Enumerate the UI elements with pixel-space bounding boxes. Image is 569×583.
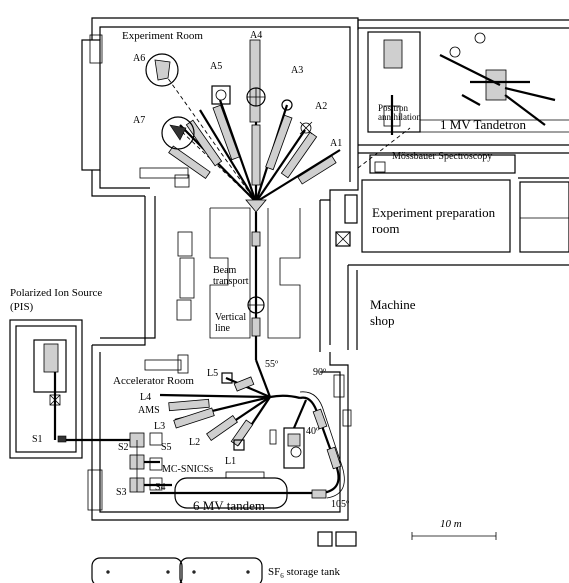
- exp-prep-room-label: Experiment preparation room: [372, 205, 496, 237]
- sf6-prefix: SF: [268, 566, 281, 578]
- beamline-l3-label: L3: [154, 421, 166, 432]
- angle-105-label: 105º: [331, 499, 350, 510]
- beamline-a5-label: A5: [210, 61, 223, 72]
- scale-label: 10 m: [440, 518, 462, 530]
- pis-label: Polarized Ion Source (PIS): [10, 287, 103, 313]
- accelerator-beamlines: [66, 359, 345, 509]
- experiment-room-label: Experiment Room: [122, 30, 203, 42]
- source-s3-label: S3: [116, 487, 127, 498]
- source-s5-label: S5: [161, 442, 172, 453]
- machine-shop-label: Machine shop: [370, 297, 416, 329]
- angle-90-label: 90º: [313, 367, 327, 378]
- beamline-l5-label: L5: [207, 368, 219, 379]
- mc-snics-label: MC-SNICSs: [162, 464, 214, 475]
- beamline-a4-label: A4: [250, 30, 263, 41]
- scale-bar: [411, 532, 497, 540]
- beamline-a1-label: A1: [330, 138, 343, 149]
- accelerator-room-label: Accelerator Room: [113, 375, 194, 387]
- mossbauer-label: Mössbauer Spectroscopy: [392, 151, 493, 162]
- positron-label: Positron annihilation: [378, 103, 421, 123]
- source-s4-label: S4: [155, 482, 166, 493]
- tandem-label: 6 MV tandem: [193, 498, 265, 513]
- beamline-l4-label: L4: [140, 392, 152, 403]
- ams-label: AMS: [138, 405, 160, 416]
- angle-40-label: 40º: [306, 426, 320, 437]
- experiment-beamlines: [145, 39, 341, 360]
- vertical-line-label: Vertical line: [215, 312, 247, 334]
- beam-transport-label: Beam transport: [213, 265, 249, 287]
- source-s1-label: S1: [32, 434, 43, 445]
- beamline-a3-label: A3: [291, 65, 304, 76]
- pis-enclosure: [9, 319, 83, 459]
- tandetron-area: [335, 19, 569, 350]
- beamline-a7-label: A7: [133, 115, 146, 126]
- beamline-a6-label: A6: [133, 53, 146, 64]
- sf6-suffix: storage tank: [283, 566, 340, 578]
- beamline-l2-label: L2: [189, 437, 201, 448]
- experiment-room-walls: [81, 17, 359, 352]
- sf6-subscript: 6: [280, 572, 284, 581]
- source-s2-label: S2: [118, 442, 129, 453]
- angle-55-label: 55º: [265, 359, 279, 370]
- beamline-a2-label: A2: [315, 101, 328, 112]
- sf6-label: SF6 storage tank: [268, 567, 340, 580]
- accelerator-room-walls: [87, 345, 357, 547]
- beamline-l1-label: L1: [225, 456, 237, 467]
- sf6-tanks: [91, 557, 263, 583]
- tandetron-label: 1 MV Tandetron: [440, 117, 526, 132]
